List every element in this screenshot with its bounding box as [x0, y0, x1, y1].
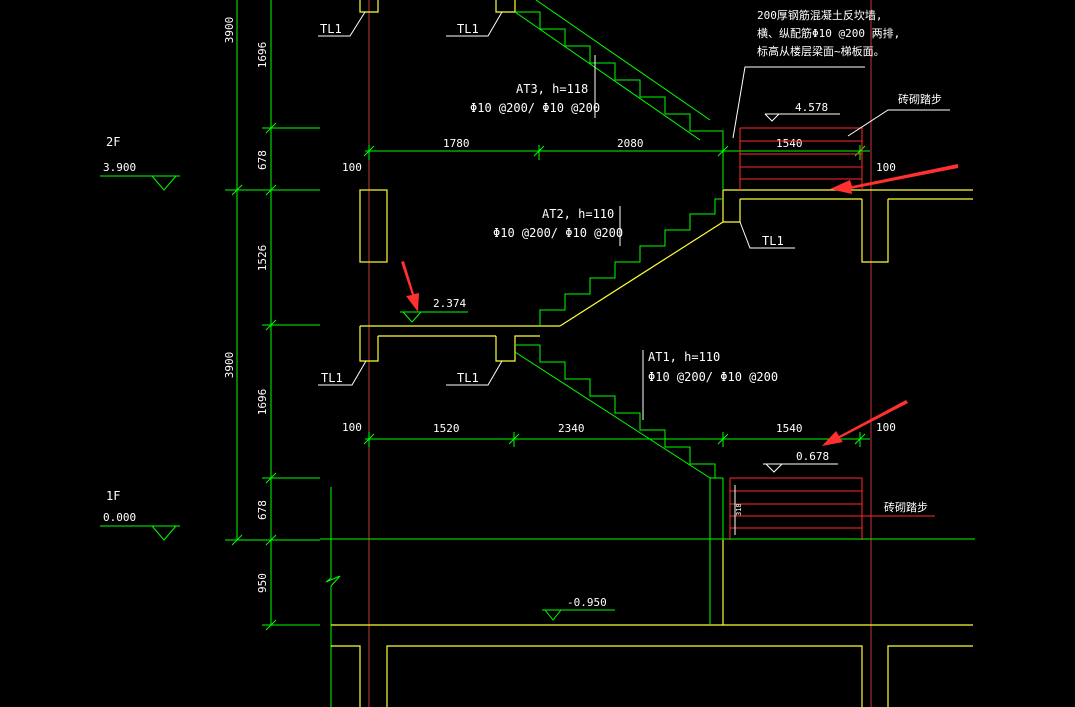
arrow-lower-landing: [822, 400, 908, 446]
lower-dim-1: 1520: [433, 422, 460, 435]
axis-lines: [368, 0, 872, 707]
pit-elev: -0.950: [567, 596, 607, 609]
floor-level-markers: 2F 3.900 1F 0.000: [100, 135, 180, 541]
arrow-mid-landing: [401, 261, 419, 312]
dim-pit-depth: 950: [256, 573, 269, 593]
stair-flight-at3: [514, 0, 724, 190]
beam-label-1: TL1: [320, 22, 342, 36]
upper-dim-4: 100: [876, 161, 896, 174]
upper-dim-1: 1780: [443, 137, 470, 150]
dimension-chain-lower: 100 1520 2340 1540 100: [342, 421, 896, 447]
wall-note-line2: 横、纵配筋Φ10 @200 两排,: [757, 26, 900, 40]
brick-steps-note-lower: 砖砌踏步: [862, 500, 935, 517]
elev-top-landing: 4.578: [795, 101, 828, 114]
wall-note-line3: 标高从楼层梁面~梯板面。: [757, 44, 885, 58]
structure-outline: [359, 0, 973, 625]
ground-lines: -0.950: [320, 487, 975, 707]
floor2-elev: 3.900: [103, 161, 136, 174]
brick-steps-label-lower: 砖砌踏步: [884, 500, 928, 514]
lower-dim-3: 1540: [776, 422, 803, 435]
at2-rebar: Φ10 @200/ Φ10 @200: [493, 226, 623, 240]
floor1-elev: 0.000: [103, 511, 136, 524]
stair-flight-at1: [514, 344, 716, 479]
at3-name: AT3, h=118: [516, 82, 588, 96]
dimension-chain-upper: 100 1780 2080 1540 100: [342, 137, 896, 174]
lower-dim-2: 2340: [558, 422, 585, 435]
annotation-arrows: [401, 164, 958, 446]
dim-mid-flight: 1526: [256, 245, 269, 272]
dim-landing-lower: 678: [256, 500, 269, 520]
upper-dim-0: 100: [342, 161, 362, 174]
at3-rebar: Φ10 @200/ Φ10 @200: [470, 101, 600, 115]
elev-mid-landing: 2.374: [433, 297, 466, 310]
at1-rebar: Φ10 @200/ Φ10 @200: [648, 370, 778, 384]
beam-label-4: TL1: [321, 371, 343, 385]
arrow-upper-landing: [830, 164, 958, 194]
small-dim-318: 318: [735, 503, 743, 516]
beam-label-2: TL1: [457, 22, 479, 36]
brick-steps-label-upper: 砖砌踏步: [898, 92, 942, 106]
lower-dim-4: 100: [876, 421, 896, 434]
at1-name: AT1, h=110: [648, 350, 720, 364]
upper-dim-2: 2080: [617, 137, 644, 150]
vertical-dimension-chain: 3900 1696 678 1526 3900 1696 678 950: [223, 0, 320, 631]
dim-flight-lower: 1696: [256, 389, 269, 416]
brick-steps-note-upper: 砖砌踏步: [847, 92, 950, 137]
upper-dim-3: 1540: [776, 137, 803, 150]
beam-label-5: TL1: [457, 371, 479, 385]
dim-flight-upper: 1696: [256, 42, 269, 69]
dim-upper-storey: 3900: [223, 17, 236, 44]
elev-low-landing: 0.678: [796, 450, 829, 463]
lower-dim-0: 100: [342, 421, 362, 434]
wall-note: 200厚钢筋混凝土反坎墙, 横、纵配筋Φ10 @200 两排, 标高从楼层梁面~…: [732, 8, 900, 139]
wall-note-line1: 200厚钢筋混凝土反坎墙,: [757, 8, 883, 22]
floor1-name: 1F: [106, 489, 120, 503]
beam-label-3: TL1: [762, 234, 784, 248]
at2-name: AT2, h=110: [542, 207, 614, 221]
stair-flight-at2: [539, 198, 724, 327]
beam-labels: TL1 TL1 TL1 TL1 TL1: [318, 11, 795, 386]
dim-landing-upper: 678: [256, 150, 269, 170]
floor2-name: 2F: [106, 135, 120, 149]
brick-steps-lower: 318: [729, 477, 863, 540]
brick-steps-upper: [739, 127, 863, 190]
flight-labels: AT3, h=118 Φ10 @200/ Φ10 @200 AT2, h=110…: [470, 55, 778, 420]
dim-lower-storey: 3900: [223, 352, 236, 379]
landing-elevations: 4.578 2.374 0.678: [400, 101, 840, 473]
